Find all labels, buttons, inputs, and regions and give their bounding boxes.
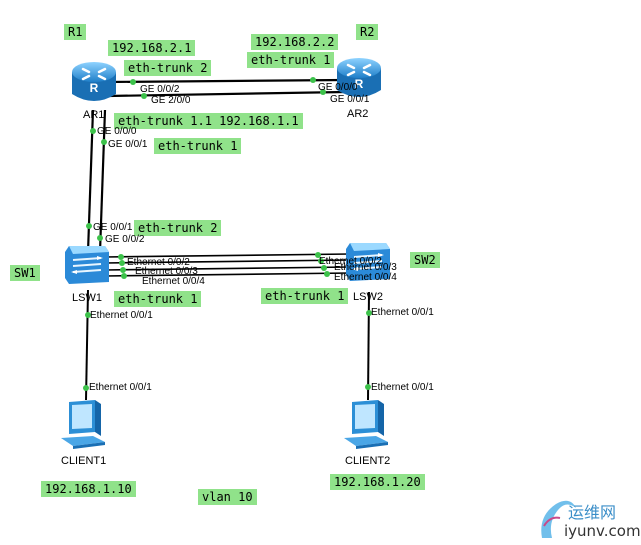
port-label-lsw2-e001: Ethernet 0/0/1 <box>371 307 434 318</box>
link-lsw1-lsw2-b[interactable] <box>104 259 351 264</box>
port-label-lsw2-e003: Ethernet 0/0/3 <box>334 262 397 273</box>
router-icon[interactable]: R <box>69 58 119 110</box>
watermark-logo: 运维网 iyunv.com <box>536 496 641 542</box>
pc-icon[interactable] <box>57 398 111 452</box>
note-ar1-down-trunk[interactable]: eth-trunk 1 <box>154 138 242 154</box>
note-ar1-trunk[interactable]: eth-trunk 2 <box>124 60 212 76</box>
svg-text:R: R <box>90 81 99 95</box>
link-lsw1-lsw2-d[interactable] <box>104 272 351 277</box>
note-client1-ip[interactable]: 192.168.1.10 <box>41 481 136 497</box>
note-ar1-ip[interactable]: 192.168.2.1 <box>108 40 196 56</box>
port-label-lsw2-e002: Ethernet 0/0/2 <box>319 256 382 267</box>
watermark-domain: iyunv.com <box>564 522 641 540</box>
svg-text:R: R <box>355 77 364 91</box>
note-vlan[interactable]: vlan 10 <box>198 489 257 505</box>
device-label-ar1: AR1 <box>83 109 105 121</box>
note-ar2-ip[interactable]: 192.168.2.2 <box>251 34 339 50</box>
port-label-client1-e001: Ethernet 0/0/1 <box>89 382 152 393</box>
watermark-cn: 运维网 <box>568 503 617 522</box>
note-ar2-trunk[interactable]: eth-trunk 1 <box>247 52 335 68</box>
note-sw1[interactable]: SW1 <box>10 265 40 281</box>
note-lsw1-up-trunk[interactable]: eth-trunk 2 <box>134 220 222 236</box>
port-label-lsw1-e002: Ethernet 0/0/2 <box>127 257 190 268</box>
port-label-lsw1-ge001: GE 0/0/1 <box>93 222 133 233</box>
router-icon[interactable]: R <box>334 54 384 106</box>
port-dots <box>83 77 372 391</box>
swirl-icon <box>541 500 576 538</box>
port-label-lsw1-e003: Ethernet 0/0/3 <box>135 266 198 277</box>
link-lsw1-client1[interactable] <box>85 289 89 401</box>
port-label-ar1-ge001: GE 0/0/1 <box>108 139 148 150</box>
note-r2[interactable]: R2 <box>356 24 379 40</box>
link-ar1-lsw1-b[interactable] <box>98 109 107 253</box>
link-lsw1-lsw2-c[interactable] <box>104 266 351 271</box>
device-label-client1: CLIENT1 <box>61 455 107 467</box>
port-label-lsw1-e004: Ethernet 0/0/4 <box>142 276 205 287</box>
note-client2-ip[interactable]: 192.168.1.20 <box>330 474 425 490</box>
note-lsw2-trunk[interactable]: eth-trunk 1 <box>261 288 349 304</box>
port-label-client2-e001: Ethernet 0/0/1 <box>371 382 434 393</box>
port-label-ar2-ge001: GE 0/0/1 <box>330 94 370 105</box>
port-label-lsw1-e001: Ethernet 0/0/1 <box>90 310 153 321</box>
port-label-lsw2-e004: Ethernet 0/0/4 <box>334 272 397 283</box>
port-label-ar1-ge000: GE 0/0/0 <box>97 126 137 137</box>
pc-icon[interactable] <box>340 398 394 452</box>
link-ar1-ar2-a[interactable] <box>107 78 346 84</box>
port-label-ar1-ge200: GE 2/0/0 <box>151 95 191 106</box>
link-lsw1-lsw2-a[interactable] <box>104 253 351 258</box>
link-ar1-ar2-b[interactable] <box>107 90 346 98</box>
device-label-ar2: AR2 <box>347 108 369 120</box>
device-label-client2: CLIENT2 <box>345 455 391 467</box>
device-label-lsw2: LSW2 <box>353 291 383 303</box>
note-lsw1-trunk[interactable]: eth-trunk 1 <box>114 291 202 307</box>
note-ar1-subinterface[interactable]: eth-trunk 1.1 192.168.1.1 <box>114 113 303 129</box>
port-label-ar1-ge002: GE 0/0/2 <box>140 84 180 95</box>
link-lsw2-client2[interactable] <box>367 291 370 401</box>
switch-icon[interactable] <box>344 241 392 285</box>
note-sw2[interactable]: SW2 <box>410 252 440 268</box>
device-label-lsw1: LSW1 <box>72 292 102 304</box>
port-label-ar2-ge000: GE 0/0/0 <box>318 82 358 93</box>
port-label-lsw1-ge002: GE 0/0/2 <box>105 234 145 245</box>
switch-icon[interactable] <box>63 244 111 288</box>
note-r1[interactable]: R1 <box>64 24 87 40</box>
